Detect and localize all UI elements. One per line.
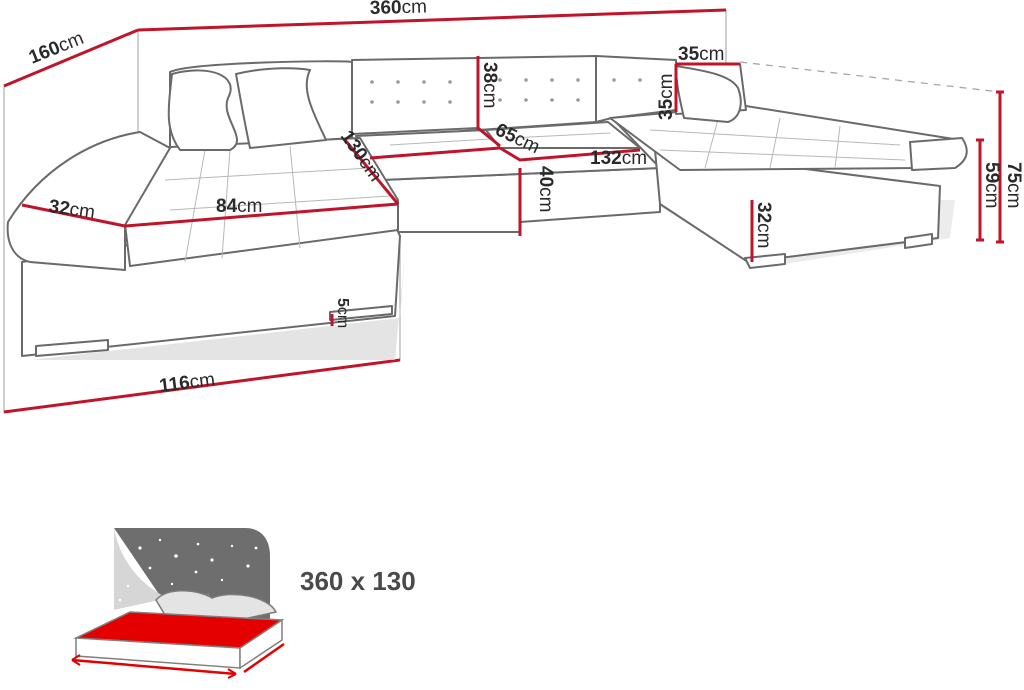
label-total-height: 75cm	[1003, 162, 1024, 208]
label-cushion-width: 35cm	[678, 44, 724, 65]
label-seat-width-left: 84cm	[216, 196, 262, 217]
label-chaise-width: 132cm	[590, 148, 647, 169]
outer-dimension-lines	[3, 8, 1002, 414]
label-arm-height: 59cm	[981, 162, 1002, 208]
label-leg-height: 5cm	[334, 298, 351, 328]
label-armrest-width: 32cm	[47, 196, 96, 223]
dimension-ticks	[976, 90, 1004, 244]
label-total-width: 360cm	[370, 0, 428, 19]
label-backrest-height: 38cm	[479, 62, 500, 108]
label-cushion-height: 35cm	[656, 74, 677, 120]
sofa-left-chaise	[6, 67, 401, 357]
bed-icon	[71, 528, 285, 679]
label-bottom-width: 116cm	[158, 369, 216, 397]
label-base-height: 32cm	[753, 202, 774, 248]
inner-dimension-lines	[21, 56, 754, 326]
sleeping-area-label: 360 x 130	[300, 566, 416, 596]
sofa-right-chaise	[609, 63, 968, 269]
label-seat-height: 40cm	[535, 166, 556, 212]
